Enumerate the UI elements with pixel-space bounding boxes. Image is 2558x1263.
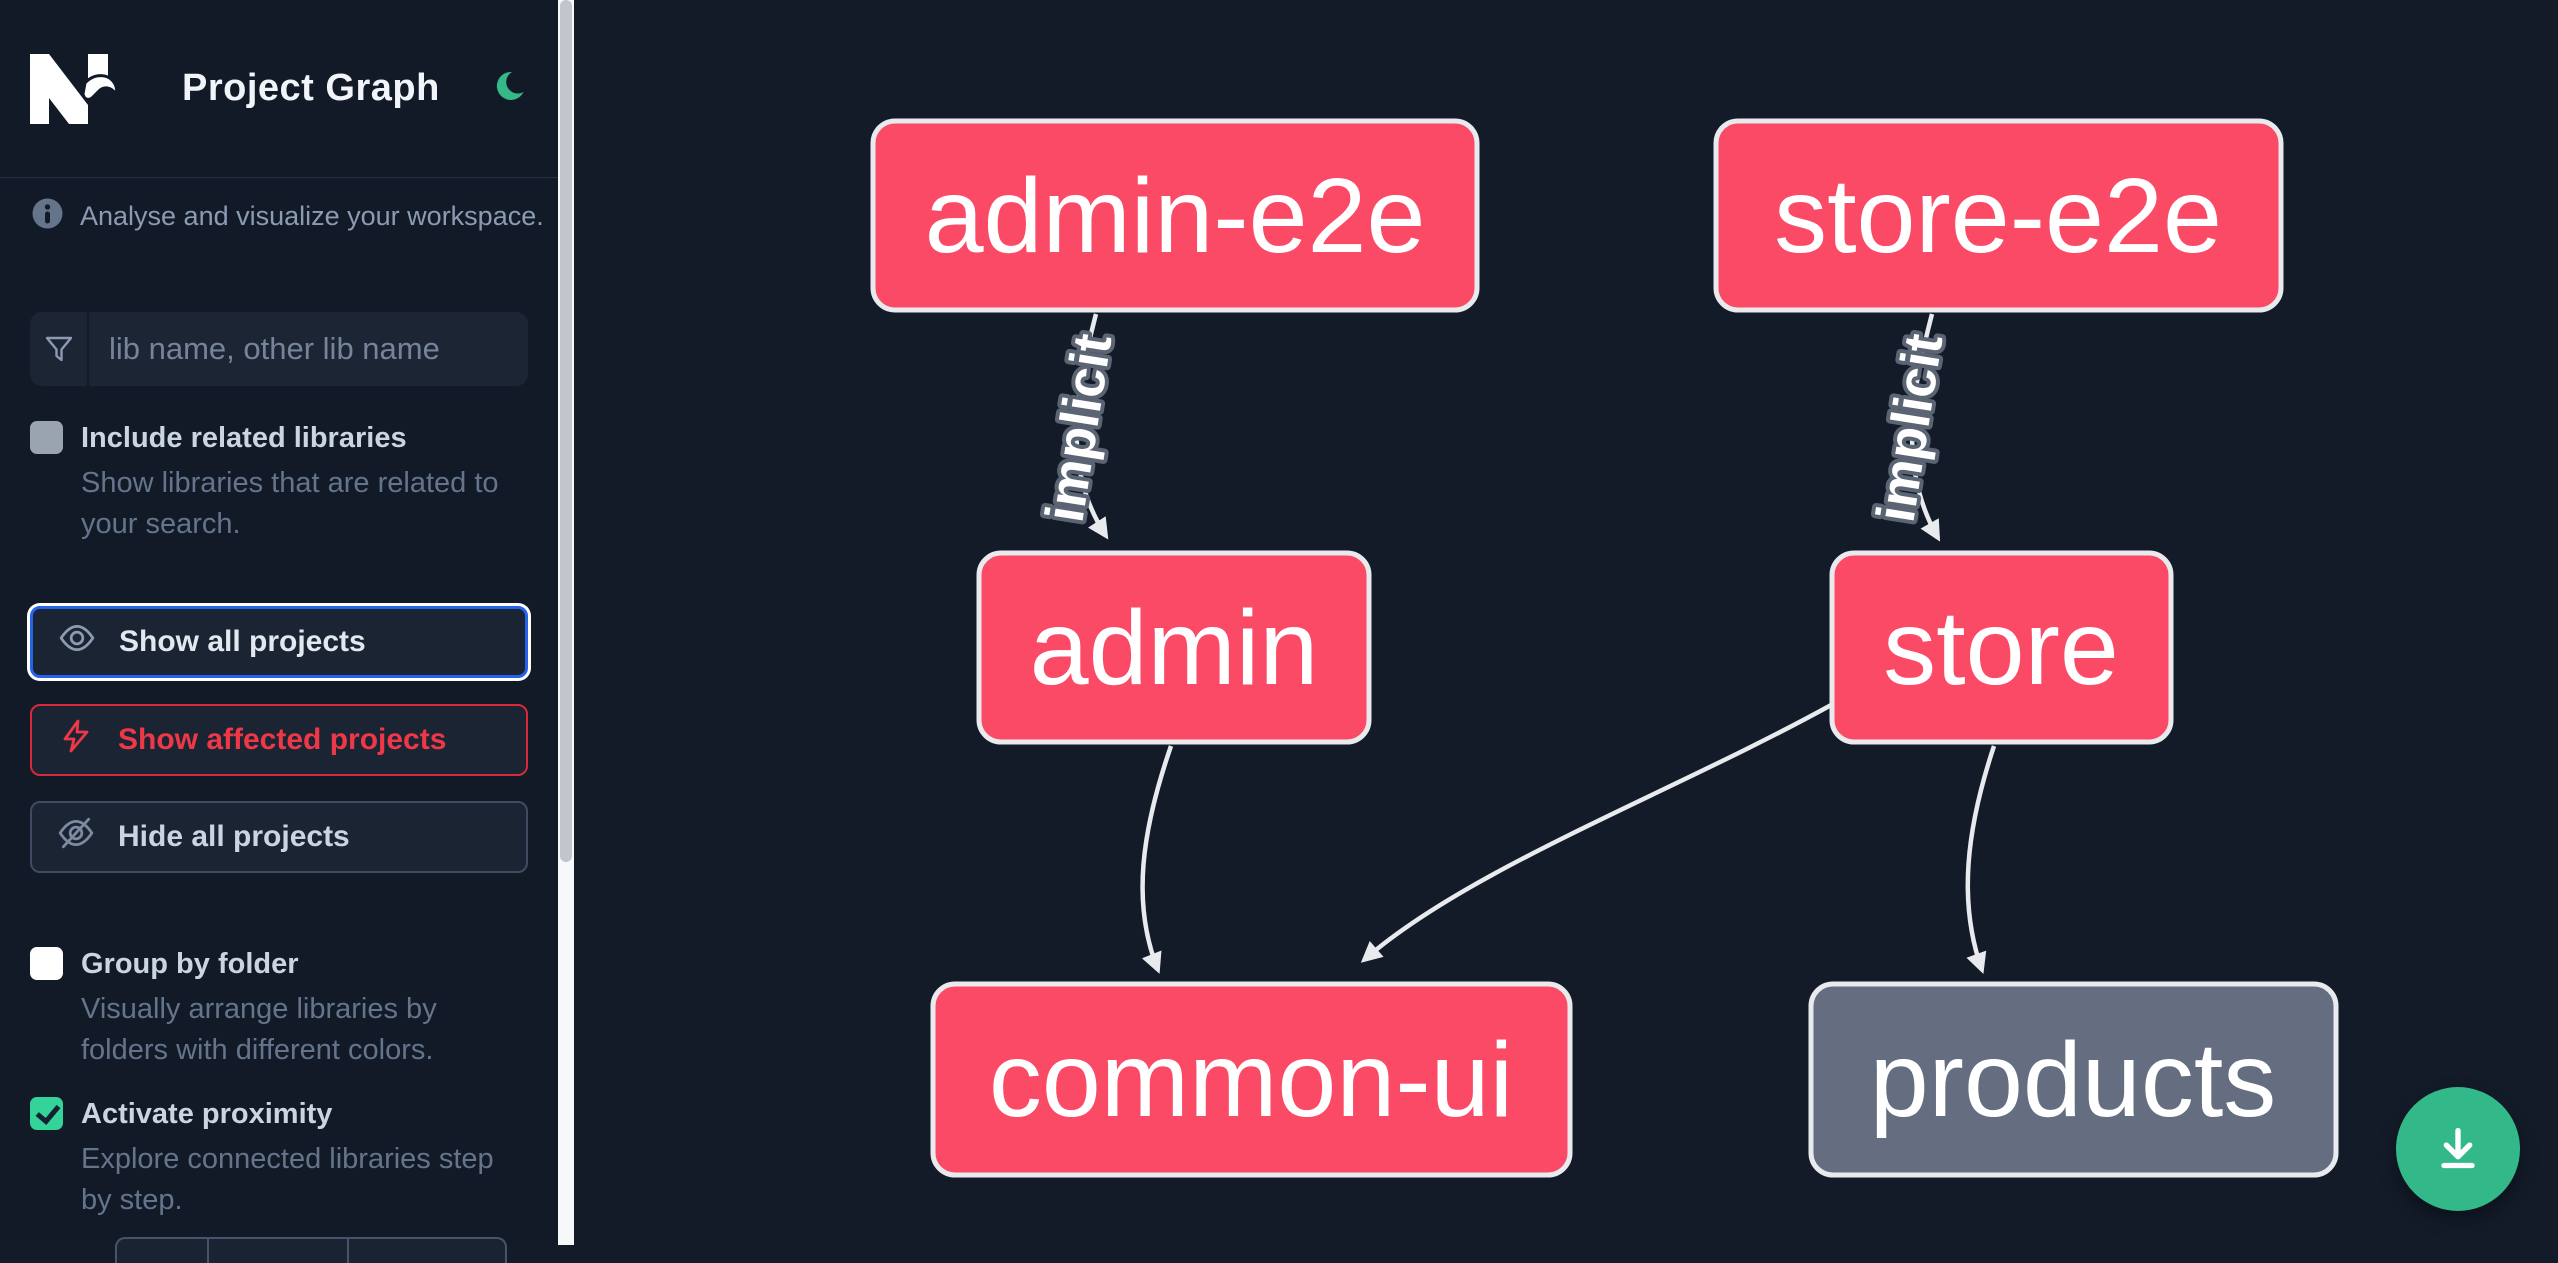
node-label: common-ui bbox=[989, 1021, 1513, 1139]
edge-store-to-common-ui[interactable] bbox=[1360, 702, 1835, 963]
graph-canvas[interactable]: implicit implicit admin-e2e store-e2e ad… bbox=[574, 0, 2558, 1245]
graph-node-store-e2e[interactable]: store-e2e bbox=[1713, 118, 2284, 313]
edge-label-implicit: implicit bbox=[1035, 330, 1124, 526]
graph-node-common-ui[interactable]: common-ui bbox=[930, 981, 1573, 1178]
node-label: admin-e2e bbox=[925, 157, 1426, 275]
node-label: admin bbox=[1030, 589, 1319, 707]
eye-icon bbox=[59, 620, 95, 664]
checkbox-description: Explore connected libraries step by step… bbox=[81, 1143, 494, 1216]
eye-off-icon bbox=[58, 815, 94, 859]
node-label: products bbox=[1870, 1021, 2277, 1139]
filter-input[interactable] bbox=[89, 312, 528, 386]
download-image-button[interactable] bbox=[2396, 1087, 2520, 1211]
nx-logo-icon bbox=[30, 53, 126, 124]
group-by-folder-checkbox[interactable] bbox=[30, 947, 63, 980]
checkbox-label: Activate proximity bbox=[81, 1098, 333, 1130]
edge-admin-to-common-ui[interactable] bbox=[1140, 745, 1174, 974]
sidebar-scrollbar[interactable] bbox=[558, 0, 574, 1245]
sidebar-header: Project Graph bbox=[0, 0, 558, 178]
checkbox-label: Group by folder bbox=[81, 948, 299, 980]
edge-admin-e2e-to-admin[interactable] bbox=[1074, 313, 1109, 540]
filter-funnel-icon bbox=[30, 312, 89, 386]
edge-label-implicit: implicit bbox=[1866, 330, 1955, 526]
page-title: Project Graph bbox=[182, 67, 440, 109]
moon-icon bbox=[490, 71, 526, 108]
graph-node-products[interactable]: products bbox=[1808, 981, 2339, 1178]
checkbox-description: Visually arrange libraries by folders wi… bbox=[81, 993, 437, 1066]
checkbox-description: Show libraries that are related to your … bbox=[81, 467, 499, 540]
checkbox-group-by-folder[interactable]: Group by folder Visually arrange librari… bbox=[30, 944, 528, 1071]
stepper-segment[interactable] bbox=[117, 1239, 209, 1263]
edge-store-to-products[interactable] bbox=[1965, 745, 1997, 974]
node-label: store-e2e bbox=[1774, 157, 2222, 275]
stepper-segment[interactable] bbox=[209, 1239, 349, 1263]
theme-toggle-button[interactable] bbox=[486, 65, 530, 112]
button-label: Show affected projects bbox=[118, 723, 447, 756]
edge-store-e2e-to-store[interactable] bbox=[1909, 313, 1941, 542]
graph-node-store[interactable]: store bbox=[1829, 550, 2174, 745]
download-icon bbox=[2430, 1120, 2486, 1179]
sidebar: Project Graph Analyse and visualize your… bbox=[0, 0, 558, 1263]
dependency-graph-svg: implicit implicit admin-e2e store-e2e ad… bbox=[870, 118, 2339, 1178]
show-all-projects-button[interactable]: Show all projects bbox=[30, 606, 528, 678]
checkbox-activate-proximity[interactable]: Activate proximity Explore connected lib… bbox=[30, 1094, 528, 1221]
include-related-checkbox[interactable] bbox=[30, 421, 63, 454]
node-label: store bbox=[1883, 589, 2119, 707]
tagline-text: Analyse and visualize your workspace. bbox=[80, 200, 544, 231]
button-label: Show all projects bbox=[119, 625, 366, 658]
workspace-tagline-row: Analyse and visualize your workspace. bbox=[32, 198, 544, 234]
scrollbar-thumb[interactable] bbox=[560, 0, 572, 862]
graph-node-admin[interactable]: admin bbox=[976, 550, 1372, 745]
lightning-bolt-icon bbox=[58, 718, 94, 762]
checkbox-label: Include related libraries bbox=[81, 422, 407, 454]
hide-all-projects-button[interactable]: Hide all projects bbox=[30, 801, 528, 873]
graph-node-admin-e2e[interactable]: admin-e2e bbox=[870, 118, 1480, 313]
activate-proximity-checkbox[interactable] bbox=[30, 1097, 63, 1130]
proximity-depth-stepper[interactable] bbox=[115, 1237, 507, 1263]
filter-input-group bbox=[30, 312, 528, 386]
checkbox-include-related[interactable]: Include related libraries Show libraries… bbox=[30, 418, 528, 545]
info-icon bbox=[32, 198, 63, 234]
show-affected-projects-button[interactable]: Show affected projects bbox=[30, 704, 528, 776]
button-label: Hide all projects bbox=[118, 820, 350, 853]
stepper-segment[interactable] bbox=[349, 1239, 505, 1263]
